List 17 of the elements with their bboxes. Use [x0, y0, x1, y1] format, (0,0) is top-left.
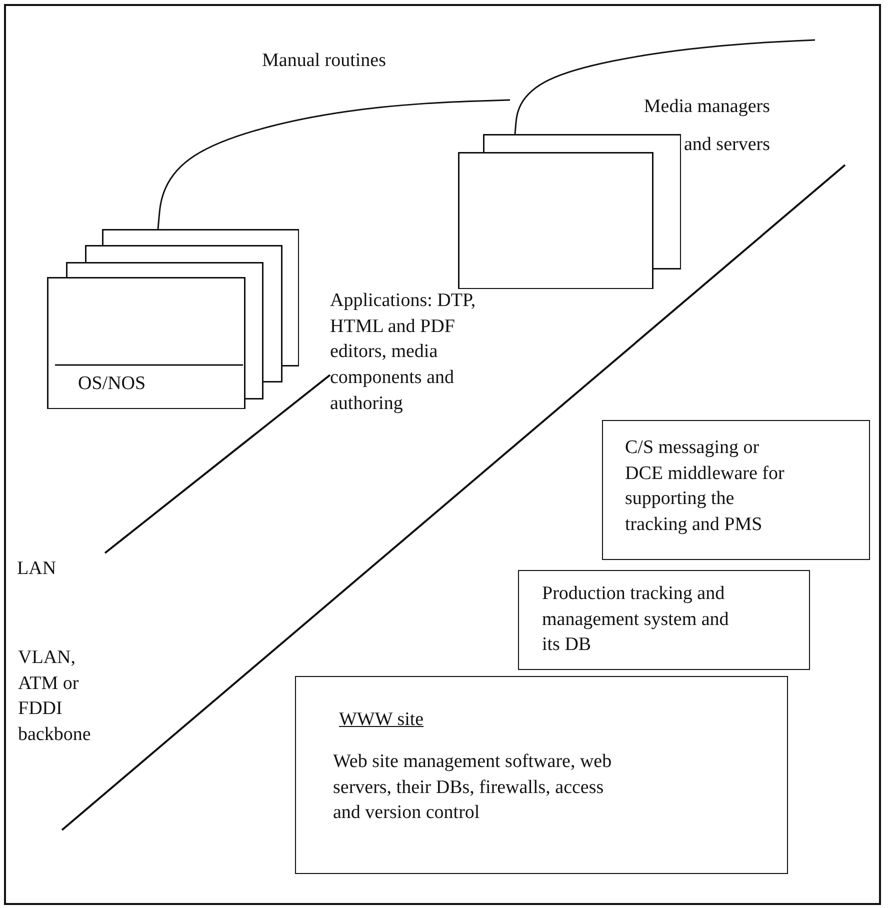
applications-note: Applications: DTP, HTML and PDF editors, media components and authoring: [330, 289, 477, 416]
middleware-box: [602, 420, 870, 560]
network-label: LAN: [17, 557, 58, 581]
box-text: C/S messaging or DCE middleware for supporting the tracking and PMS: [625, 436, 786, 537]
section-heading: WWW site: [339, 708, 425, 732]
connector-curve: [157, 99, 510, 230]
curve-label: Manual routines: [262, 49, 388, 73]
window-stack: [458, 134, 681, 289]
box-text: Web site management software, web servers, their DBs, firewalls, access and version control: [333, 750, 613, 826]
box-text: OS/NOS: [78, 372, 147, 396]
network-label: VLAN, ATM or FDDI backbone: [18, 646, 92, 747]
tracking-system-box: [518, 570, 810, 670]
box-text: Production tracking and management system and its DB: [542, 582, 730, 658]
www-site-box: [295, 676, 788, 874]
connector-curve: [514, 39, 816, 134]
window-stack: [47, 229, 299, 409]
node-caption: Media managers and servers: [642, 95, 770, 157]
